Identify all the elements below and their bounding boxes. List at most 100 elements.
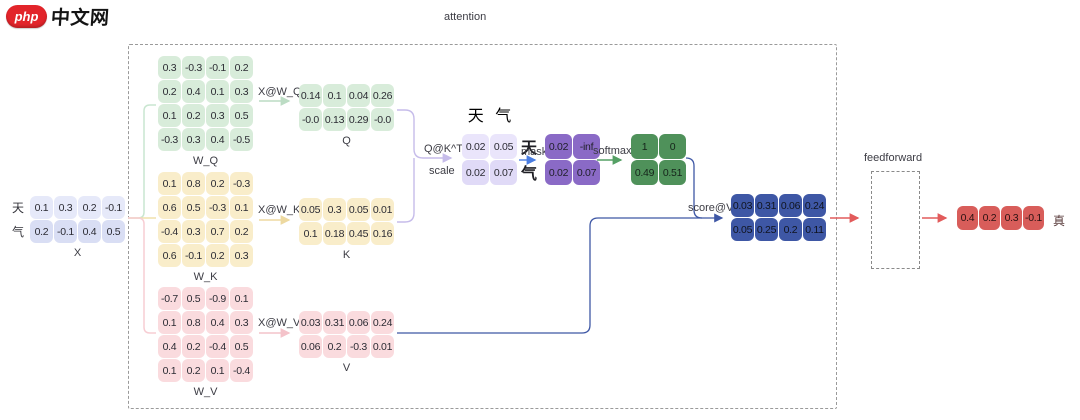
matrix-cell: -0.5 xyxy=(230,128,253,151)
matrix-cell: 0.29 xyxy=(347,108,370,131)
feedforward-label: feedforward xyxy=(864,152,923,164)
matrix-cell: 0.3 xyxy=(323,198,346,221)
x-label: X xyxy=(73,247,82,259)
matrix-cell: 0.3 xyxy=(230,244,253,267)
matrix-cell: 0.31 xyxy=(755,194,778,217)
xwq-arrow-label: X@W_Q xyxy=(258,86,302,98)
matrix-cell: 0.8 xyxy=(182,172,205,195)
site-logo[interactable]: php 中文网 xyxy=(6,3,110,30)
matrix-cell: 0.1 xyxy=(206,80,229,103)
matrix-cell: 0.03 xyxy=(299,311,322,334)
matrix-cell: 0.2 xyxy=(206,172,229,195)
matrix-cell: 1 xyxy=(631,134,658,159)
matrix-cell: 0.4 xyxy=(78,220,101,243)
matrix-cell: -0.7 xyxy=(158,287,181,310)
matrix-cell: 0 xyxy=(659,134,686,159)
matrix-cell: 0.01 xyxy=(371,335,394,358)
matrix-cell: 0.3 xyxy=(1001,206,1022,230)
matrix-cell: 0.3 xyxy=(206,104,229,127)
matrix-cell: 0.1 xyxy=(158,104,181,127)
matrix-cell: 0.51 xyxy=(659,160,686,185)
matrix-cell: 0.05 xyxy=(347,198,370,221)
row-label-qi: 气 xyxy=(521,166,538,183)
matrix-cell: -0.3 xyxy=(230,172,253,195)
matrix-cell: 0.45 xyxy=(347,222,370,245)
matrix-cell: -0.4 xyxy=(230,359,253,382)
matrix-cell: 0.26 xyxy=(371,84,394,107)
matrix-cell: 0.2 xyxy=(78,196,101,219)
matrix-cell: 0.1 xyxy=(158,172,181,195)
v-label: V xyxy=(342,362,351,374)
matrix-cell: -0.3 xyxy=(206,196,229,219)
matrix-cell: 0.1 xyxy=(158,311,181,334)
w-v-label: W_V xyxy=(193,386,218,398)
matrix-cell: 0.3 xyxy=(230,311,253,334)
matrix-cell: 0.24 xyxy=(803,194,826,217)
matrix-cell: 0.1 xyxy=(323,84,346,107)
matrix-cell: -0.3 xyxy=(158,128,181,151)
matrix-cell: 0.18 xyxy=(323,222,346,245)
matrix-cell: 0.2 xyxy=(30,220,53,243)
matrix-cell: 0.5 xyxy=(182,287,205,310)
matrix-cell: 0.01 xyxy=(371,198,394,221)
matrix-cell: -0.0 xyxy=(299,108,322,131)
matrix-cell: -0.4 xyxy=(158,220,181,243)
matrix-cell: 0.7 xyxy=(206,220,229,243)
feedforward-box xyxy=(871,171,920,269)
softmax-label: softmax xyxy=(593,145,632,157)
matrix-cell: 0.25 xyxy=(755,218,778,241)
matrix-cell: 0.2 xyxy=(158,80,181,103)
w-q-label: W_Q xyxy=(192,155,219,167)
matrix-cell: 0.4 xyxy=(957,206,978,230)
matrix-cell: 0.2 xyxy=(182,359,205,382)
matrix-cell: -0.1 xyxy=(54,220,77,243)
scaled-col-headers: 天 气 xyxy=(462,106,517,128)
matrix-cell: -0.4 xyxy=(206,335,229,358)
matrix-cell: -0.1 xyxy=(102,196,125,219)
matrix-cell: 0.5 xyxy=(230,104,253,127)
matrix-cell: 0.06 xyxy=(347,311,370,334)
site-name: 中文网 xyxy=(50,8,111,29)
matrix-cell: 0.3 xyxy=(182,220,205,243)
matrix-cell: -0.1 xyxy=(182,244,205,267)
matrix-cell: 0.2 xyxy=(206,244,229,267)
col-label-qi: 气 xyxy=(495,108,512,125)
matrix-cell: 0.1 xyxy=(230,196,253,219)
matrix-cell: 0.6 xyxy=(158,196,181,219)
matrix-cell: 0.49 xyxy=(631,160,658,185)
matrix-cell: 0.02 xyxy=(462,160,489,185)
row-label-tian: 天 xyxy=(521,140,538,157)
qkt-label: Q@K^T xyxy=(424,143,463,155)
q-label: Q xyxy=(342,135,351,147)
matrix-cell: 0.2 xyxy=(230,220,253,243)
scale-label: scale xyxy=(429,165,455,177)
k-label: K xyxy=(342,249,351,261)
mask-label: mask xyxy=(521,146,548,158)
x-row-label-tian: 天 xyxy=(11,201,24,215)
matrix-cell: 0.11 xyxy=(803,218,826,241)
matrix-cell: 0.4 xyxy=(158,335,181,358)
matrix-cell: 0.1 xyxy=(299,222,322,245)
matrix-cell: 0.3 xyxy=(230,80,253,103)
matrix-cell: 0.16 xyxy=(371,222,394,245)
result-tag: 真 xyxy=(1053,214,1066,228)
matrix-cell: 0.4 xyxy=(206,128,229,151)
matrix-cell: -0.3 xyxy=(347,335,370,358)
